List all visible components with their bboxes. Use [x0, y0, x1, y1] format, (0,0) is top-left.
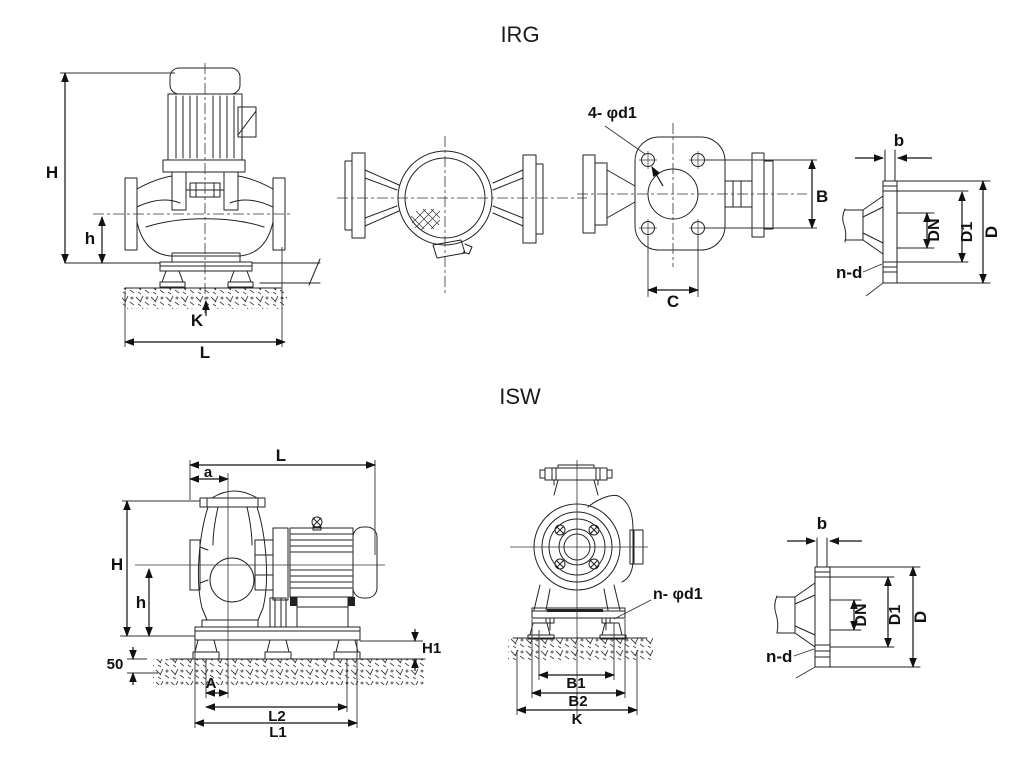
irg-mount-plate — [582, 136, 774, 251]
irg-flange-detail: b DN D1 D n-d — [836, 131, 1001, 297]
dim-label-DN: DN — [853, 603, 870, 626]
dim-label-a: a — [204, 464, 213, 481]
isw-side-dimensions: L a H h 50 H1 A L2 L1 — [107, 446, 442, 741]
dim-label-nd: n-d — [836, 263, 862, 282]
dim-label-b: b — [894, 131, 904, 150]
irg-volute-outline — [344, 150, 544, 259]
isw-front-outline — [512, 464, 648, 640]
irg-front-view — [337, 136, 587, 293]
bolt-note-label: 4- φd1 — [588, 105, 637, 122]
crosshatch — [410, 208, 441, 231]
dim-label-D1: D1 — [887, 605, 904, 626]
irg-top-centerlines — [577, 123, 807, 267]
foundation-rubble — [508, 638, 653, 662]
dim-label-L1: L1 — [269, 724, 287, 741]
dim-label-L: L — [200, 343, 210, 362]
flange-section-outline — [842, 149, 991, 284]
dim-label-D: D — [911, 611, 930, 623]
dim-label-50: 50 — [107, 656, 124, 673]
dim-label-H: H — [111, 555, 123, 574]
foundation-rubble — [153, 659, 425, 685]
isw-flange-detail: b DN D1 D n-d — [766, 514, 930, 679]
dim-label-L2: L2 — [268, 708, 286, 725]
irg-flange-dimensions: b DN D1 D n-d — [836, 131, 1001, 297]
isw-centerlines — [135, 473, 385, 698]
crossbar-band — [547, 609, 603, 612]
mount-block-right — [348, 597, 355, 606]
hole-ticks — [639, 151, 707, 237]
dim-label-h: h — [136, 593, 146, 612]
irg-top-dimensions: 4- φd1 B C — [588, 105, 828, 311]
dim-label-H1: H1 — [422, 640, 441, 657]
dim-label-C: C — [667, 292, 679, 311]
irg-side-view: H h K L — [46, 63, 321, 362]
dim-label-D1: D1 — [959, 222, 976, 243]
dim-label-B2: B2 — [568, 693, 587, 710]
dim-label-A: A — [206, 675, 217, 692]
isw-title: ISW — [499, 384, 541, 409]
flange-section-outline — [774, 537, 921, 668]
dim-label-K: K — [572, 711, 583, 728]
dim-label-B: B — [816, 187, 828, 206]
irg-side-dimensions: H h K L — [46, 71, 287, 362]
dim-label-H: H — [46, 163, 58, 182]
isw-front-view: n- φd1 B1 B2 K — [508, 460, 703, 728]
dim-label-h: h — [85, 229, 95, 248]
dim-label-b: b — [817, 514, 827, 533]
dim-label-K: K — [191, 311, 204, 330]
irg-front-centerlines — [337, 136, 587, 293]
isw-flange-dimensions: b DN D1 D n-d — [766, 514, 930, 679]
irg-centerlines — [93, 63, 292, 313]
mount-block-left — [290, 597, 297, 606]
dim-label-B1: B1 — [566, 675, 585, 692]
irg-title: IRG — [500, 22, 540, 47]
isw-side-view: L a H h 50 H1 A L2 L1 — [107, 446, 442, 741]
irg-top-view: 4- φd1 B C — [577, 105, 828, 311]
dim-label-D: D — [982, 226, 1001, 238]
isw-front-dimensions: n- φd1 B1 B2 K — [515, 586, 703, 728]
isw-pump-outline — [169, 490, 426, 660]
dim-label-DN: DN — [926, 218, 943, 241]
dim-label-nd: n-d — [766, 647, 792, 666]
bolt-note-label: n- φd1 — [653, 586, 703, 603]
dim-label-L: L — [276, 446, 286, 465]
foundation-rubble — [122, 288, 287, 309]
